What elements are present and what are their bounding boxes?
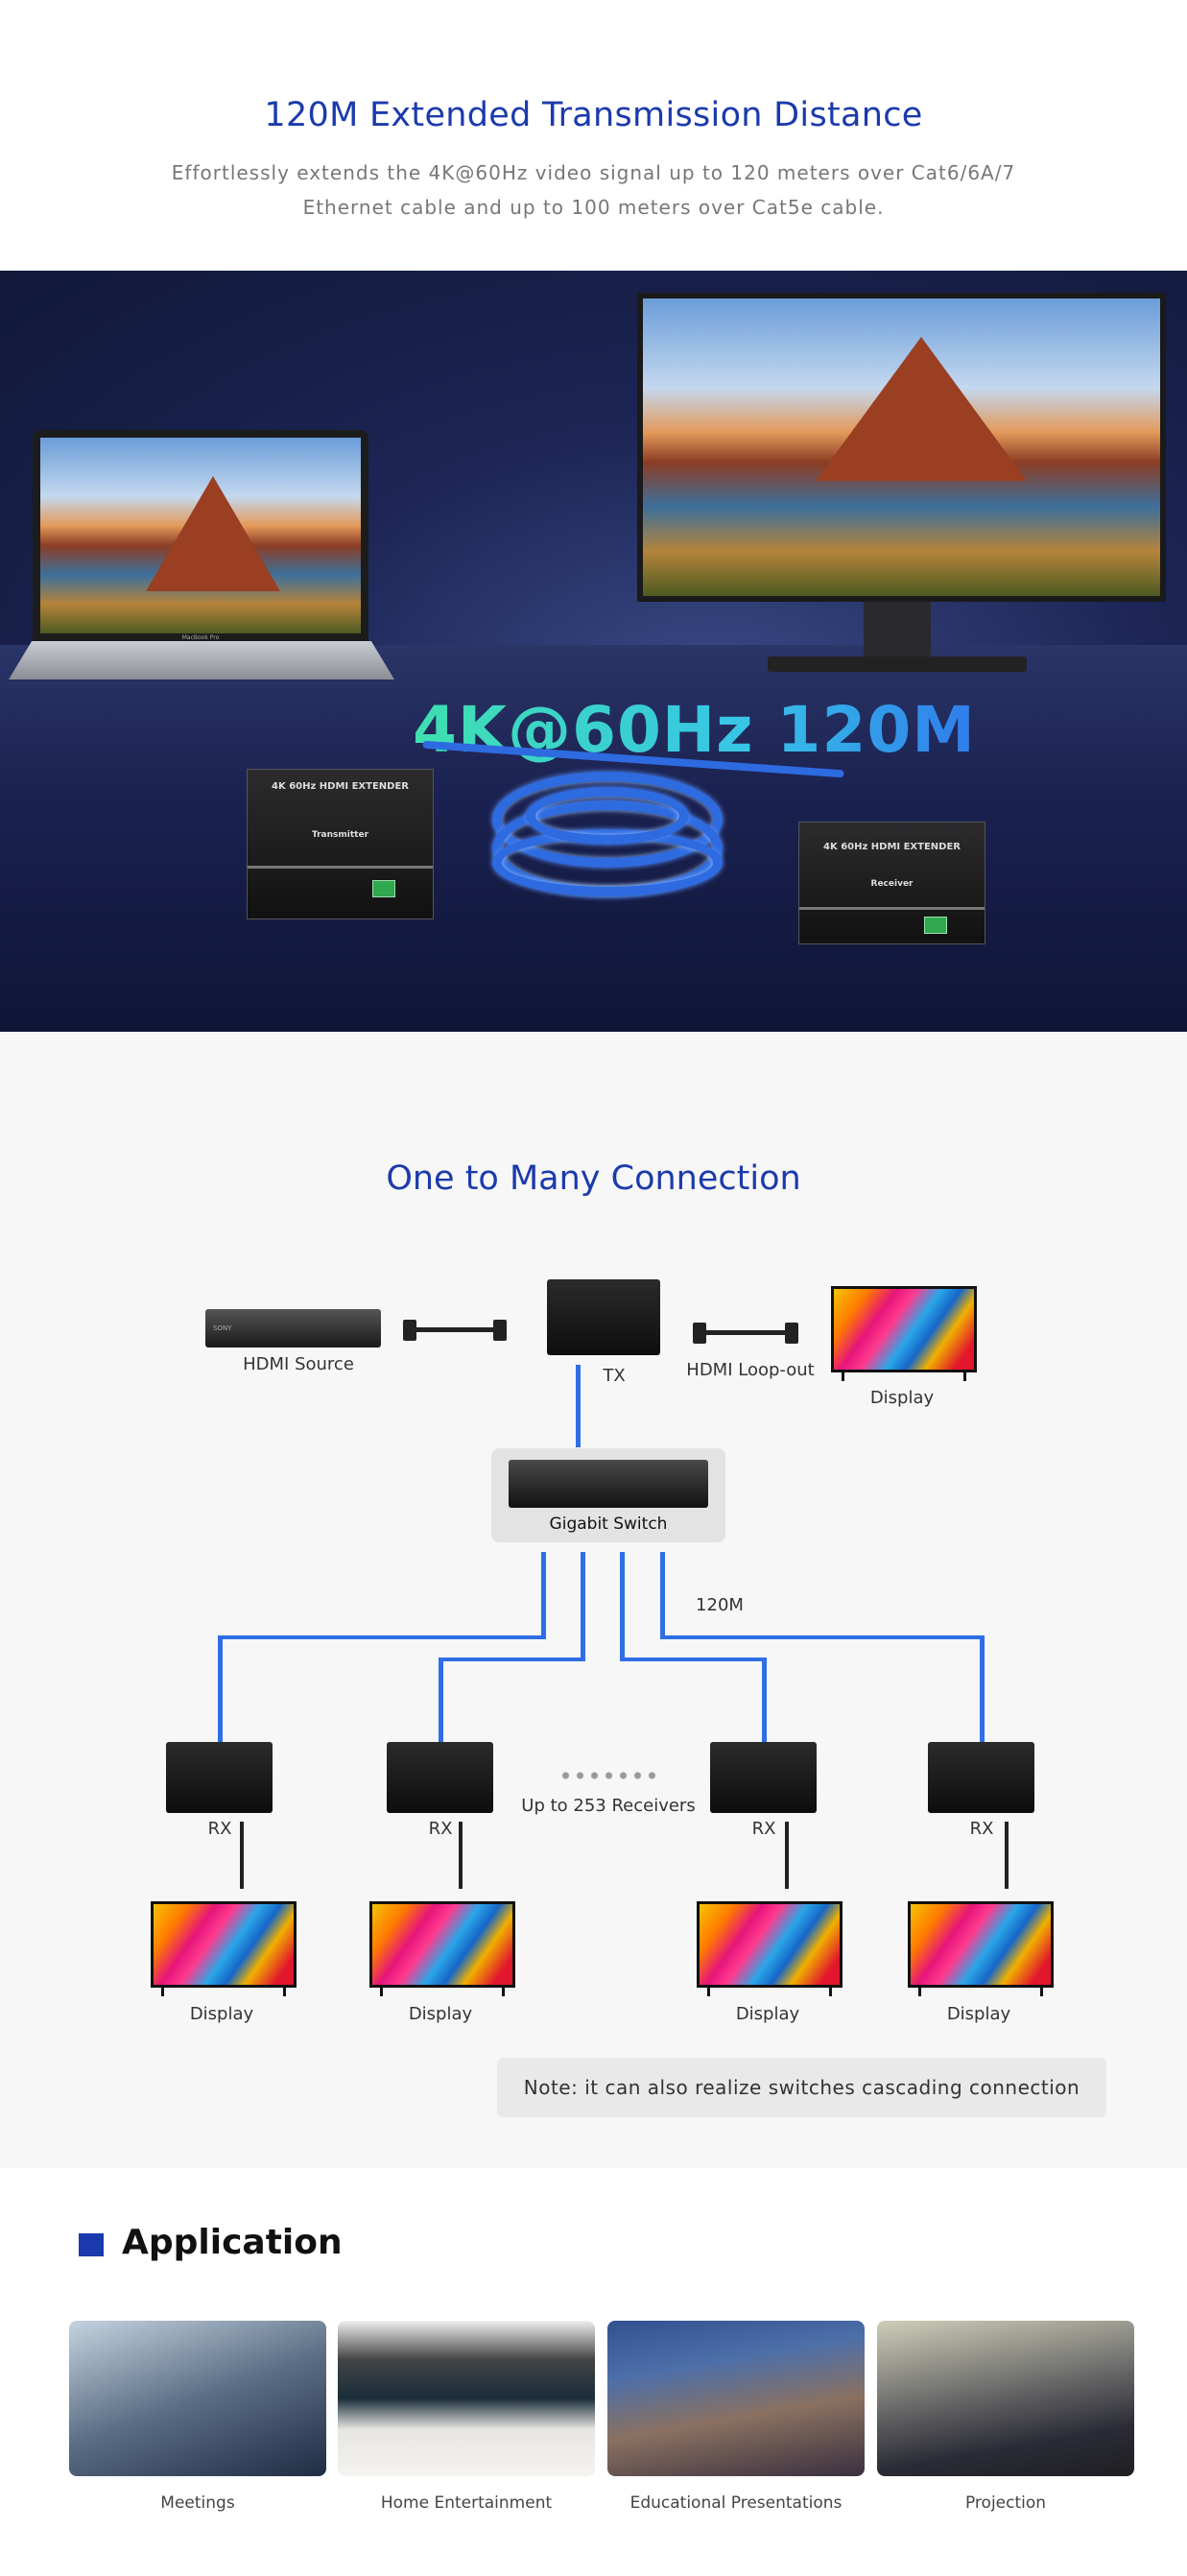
tx-device	[547, 1279, 660, 1355]
display-label: Display	[189, 2004, 254, 2024]
source-brand: SONY	[213, 1324, 232, 1332]
rx-label: RX	[751, 1819, 776, 1839]
receivers-count-label: Up to 253 Receivers	[521, 1796, 696, 1816]
application-label: Educational Presentations	[629, 2493, 843, 2513]
application-image-projection	[877, 2321, 1134, 2476]
note-box: Note: it can also realize switches casca…	[497, 2058, 1106, 2117]
more-dots	[558, 1771, 658, 1780]
diagram-section	[0, 1032, 1187, 2168]
laptop-screen	[40, 438, 361, 633]
hero-banner: MacBook Pro 4K@60Hz 120M 4K 60Hz HDMI EX…	[0, 271, 1187, 1032]
application-title: Application	[122, 2223, 343, 2262]
hdmi-source-label: HDMI Source	[243, 1354, 354, 1374]
monitor-base	[768, 656, 1027, 672]
display-label: Display	[735, 2004, 800, 2024]
display-screen	[151, 1901, 297, 1996]
display-label: Display	[946, 2004, 1011, 2024]
hdmi-cable	[704, 1330, 789, 1335]
rx-device	[387, 1742, 493, 1813]
switch-label: Gigabit Switch	[549, 1515, 668, 1534]
application-label: Home Entertainment	[380, 2493, 553, 2513]
application-image-meetings	[69, 2321, 326, 2476]
ethernet-cable	[576, 1365, 581, 1447]
display-screen	[908, 1901, 1054, 1996]
hdmi-source-device: SONY	[205, 1309, 381, 1348]
application-image-educational-presentations	[607, 2321, 865, 2476]
speed-label: 4K@60Hz 120M	[413, 693, 976, 767]
transmitter-device: 4K 60Hz HDMI EXTENDER Transmitter	[247, 769, 434, 919]
application-label: Projection	[964, 2493, 1047, 2513]
laptop: MacBook Pro	[33, 430, 368, 641]
heading-marker-icon	[79, 2233, 104, 2256]
display-label: Display	[408, 2004, 473, 2024]
rx-device	[710, 1742, 817, 1813]
rx-device	[166, 1742, 273, 1813]
rx-label: RX	[969, 1819, 994, 1839]
display-label: Display	[869, 1388, 935, 1408]
section-title: 120M Extended Transmission Distance	[264, 96, 923, 134]
gigabit-switch: Gigabit Switch	[491, 1448, 725, 1542]
laptop-base	[9, 641, 394, 680]
rx-label: RX	[207, 1819, 232, 1839]
display-screen	[831, 1286, 977, 1381]
device-title: 4K 60Hz HDMI EXTENDER	[823, 842, 961, 852]
subtitle-line: Ethernet cable and up to 100 meters over…	[302, 196, 885, 219]
distance-label: 120M	[696, 1595, 744, 1615]
subtitle-line: Effortlessly extends the 4K@60Hz video s…	[171, 161, 1016, 184]
monitor-stand	[864, 602, 931, 659]
receiver-device: 4K 60Hz HDMI EXTENDER Receiver	[798, 822, 985, 944]
rx-device	[928, 1742, 1034, 1813]
diagram-title: One to Many Connection	[386, 1159, 801, 1198]
hdmi-cable	[415, 1327, 497, 1332]
monitor	[637, 293, 1166, 602]
section-subtitle: Effortlessly extends the 4K@60Hz video s…	[144, 155, 1043, 225]
switch-icon	[509, 1460, 708, 1508]
display-screen	[697, 1901, 843, 1996]
display-screen	[369, 1901, 515, 1996]
application-label: Meetings	[160, 2493, 235, 2513]
device-title: 4K 60Hz HDMI EXTENDER	[272, 781, 409, 792]
laptop-brand: MacBook Pro	[181, 634, 220, 641]
rx-label: RX	[428, 1819, 453, 1839]
monitor-screen	[643, 298, 1160, 596]
tx-label: TX	[603, 1366, 626, 1386]
device-type: Transmitter	[311, 830, 369, 840]
device-type: Receiver	[870, 879, 914, 889]
application-image-home-entertainment	[338, 2321, 595, 2476]
hdmi-loopout-label: HDMI Loop-out	[686, 1360, 815, 1380]
